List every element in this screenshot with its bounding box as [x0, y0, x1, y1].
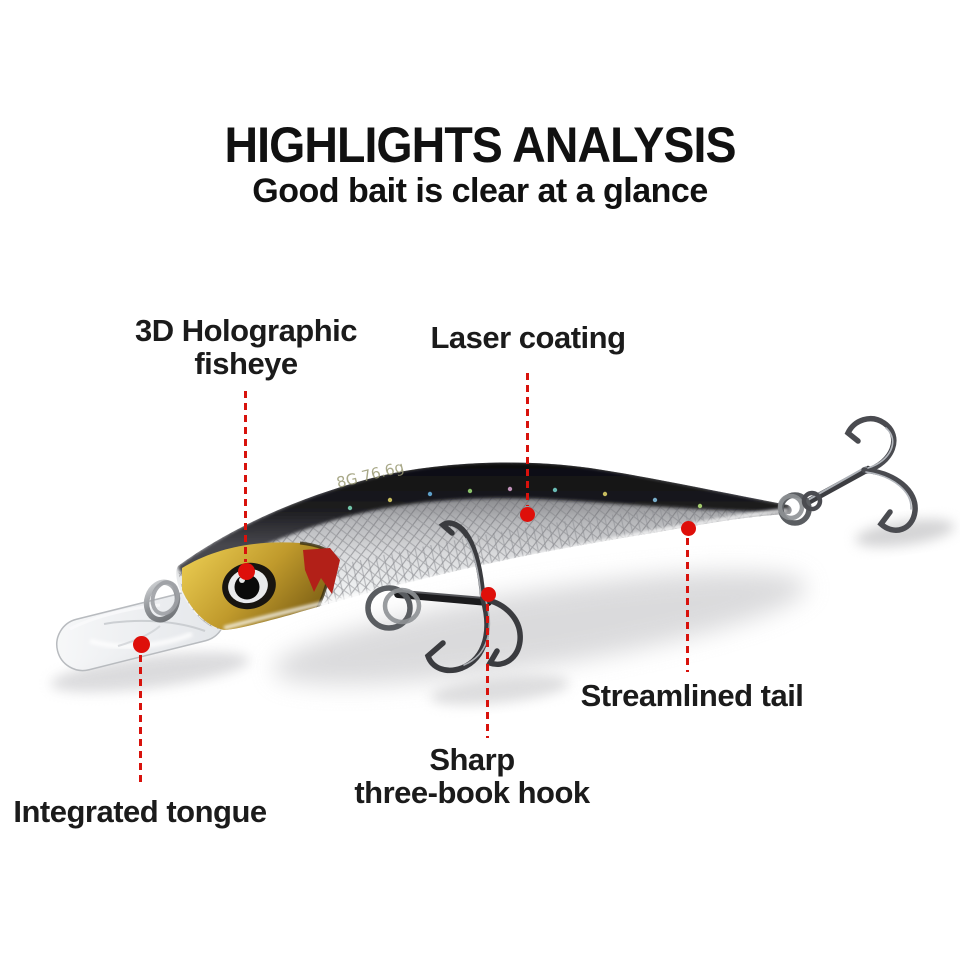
callout-label-fisheye-line1: 3D Holographic [134, 313, 358, 348]
callout-line-integrated-tongue [138, 655, 142, 784]
callout-label-streamlined-tail: Streamlined tail [581, 679, 804, 712]
callout-label-laser-coating-line1: Laser coating [430, 320, 626, 355]
callout-dot-streamlined-tail [680, 520, 696, 536]
page-title: HIGHLIGHTS ANALYSIS [224, 117, 736, 173]
holographic-glints [347, 486, 703, 511]
callout-label-laser-coating: Laser coating [430, 320, 626, 355]
callout-label-integrated-tongue: Integrated tongue [13, 794, 267, 829]
lure-shadow [50, 519, 955, 705]
lure-eye [222, 562, 276, 610]
callout-label-sharp-hook: Sharp three-book hook [354, 742, 590, 811]
callout-line-laser-coating [525, 373, 529, 506]
callout-label-streamlined-tail-line1: Streamlined tail [580, 678, 804, 713]
front-split-ring [143, 579, 181, 623]
callout-line-sharp-hook [485, 604, 489, 738]
callout-dot-integrated-tongue [132, 635, 150, 653]
callout-dot-laser-coating [519, 506, 535, 522]
callout-label-integrated-tongue-line1: Integrated tongue [13, 794, 267, 829]
callout-line-fisheye [243, 391, 247, 562]
callout-label-fisheye-line2: fisheye [194, 346, 298, 382]
callout-label-sharp-hook-line2: three-book hook [354, 775, 590, 811]
callout-dot-sharp-hook [480, 586, 496, 602]
lure-back [178, 462, 789, 578]
callout-label-sharp-hook-line1: Sharp [429, 742, 515, 777]
callout-line-streamlined-tail [685, 538, 689, 672]
tail-treble-hook [777, 416, 918, 533]
page-subtitle: Good bait is clear at a glance [252, 172, 708, 210]
callout-label-fisheye: 3D Holographic fisheye [134, 313, 358, 382]
callout-dot-fisheye [237, 562, 255, 580]
gill-marking [303, 548, 340, 594]
